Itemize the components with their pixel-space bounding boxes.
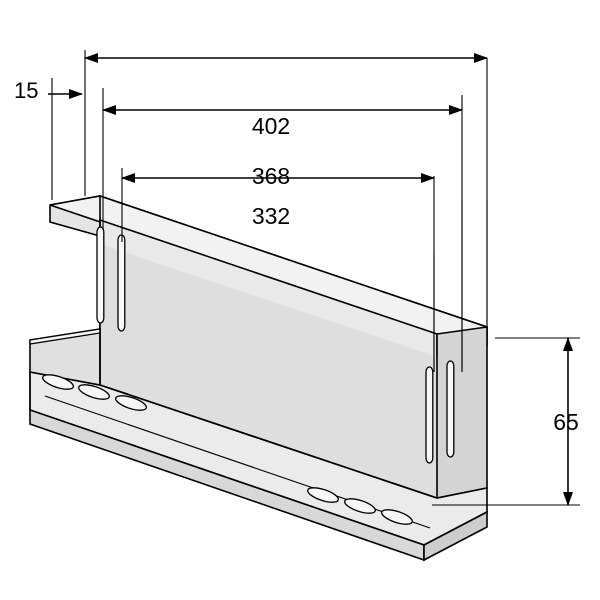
dim-label-332: 332: [252, 203, 290, 229]
web-slot-group-right: [425, 360, 455, 464]
base-hole-2: [78, 384, 110, 400]
dim-label-368: 368: [252, 163, 290, 189]
base-hole-5: [344, 498, 376, 514]
web-panel-shade: [100, 244, 437, 498]
dim-label-65: 65: [553, 409, 579, 435]
web-slot-1: [96, 226, 105, 324]
base-hole-group-right: [307, 487, 413, 525]
base-hole-group-left: [42, 374, 147, 411]
base-hole-3: [115, 395, 147, 411]
web-slot-2: [117, 234, 126, 332]
base-plate-right-return: [423, 510, 488, 562]
web-slot-4: [446, 360, 455, 458]
dim-label-15: 15: [14, 78, 38, 103]
bracket-body: [29, 195, 488, 562]
dimension-lines: [48, 53, 573, 506]
base-hole-6: [381, 509, 413, 525]
base-hole-4: [307, 487, 339, 503]
web-base-junction: [99, 384, 438, 499]
dim-label-402: 402: [252, 113, 290, 139]
web-slot-group-left: [96, 226, 126, 332]
dimension-leaders: [433, 200, 488, 372]
web-slot-3: [425, 366, 434, 464]
base-hole-1: [42, 374, 74, 390]
